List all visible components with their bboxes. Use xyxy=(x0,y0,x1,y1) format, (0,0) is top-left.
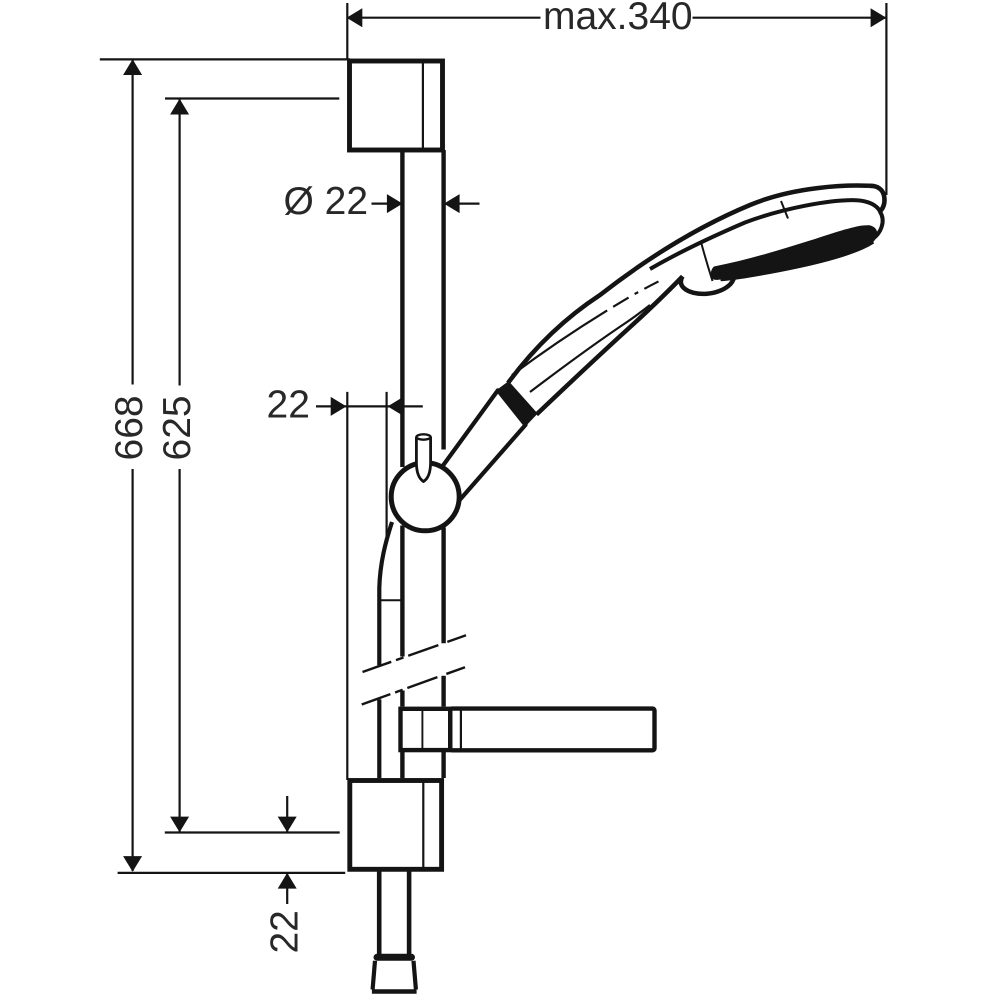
svg-text:625: 625 xyxy=(156,395,199,460)
svg-text:22: 22 xyxy=(263,910,306,953)
svg-text:max.340: max.340 xyxy=(543,0,693,38)
svg-text:22: 22 xyxy=(267,383,310,426)
svg-text:Ø 22: Ø 22 xyxy=(284,180,369,223)
svg-text:668: 668 xyxy=(108,395,151,460)
